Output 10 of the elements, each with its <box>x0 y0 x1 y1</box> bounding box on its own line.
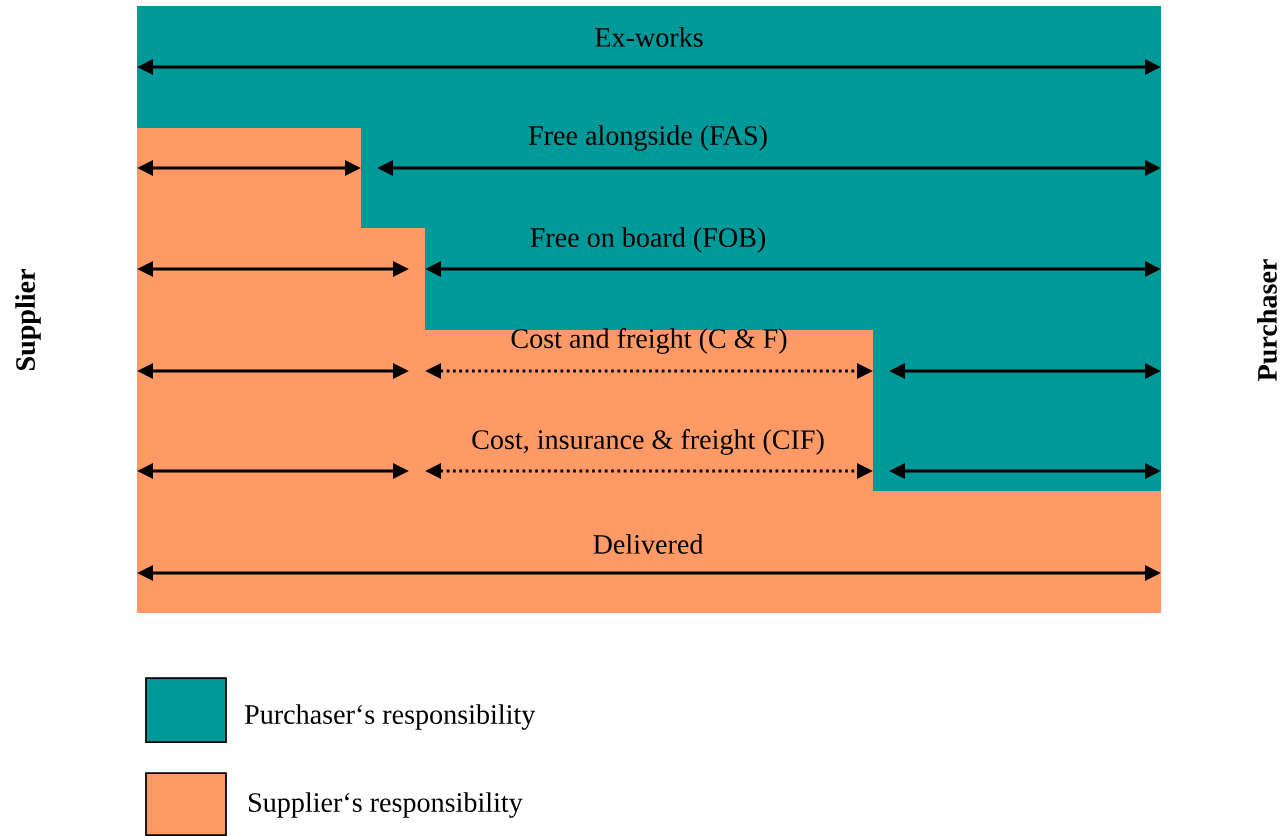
term-label: Cost and freight (C & F) <box>511 328 787 354</box>
side-label: Supplier <box>15 269 41 371</box>
term-label: Free on board (FOB) <box>530 227 766 253</box>
term-label: Cost, insurance & freight (CIF) <box>472 429 824 455</box>
legend-label: Purchaser‘s responsibility <box>244 704 536 730</box>
term-label: Ex-works <box>595 27 703 47</box>
side-label: Purchaser <box>1257 259 1277 381</box>
term-label: Free alongside (FAS) <box>528 125 767 151</box>
term-label: Delivered <box>593 534 704 554</box>
legend-label: Supplier‘s responsibility <box>249 792 523 818</box>
